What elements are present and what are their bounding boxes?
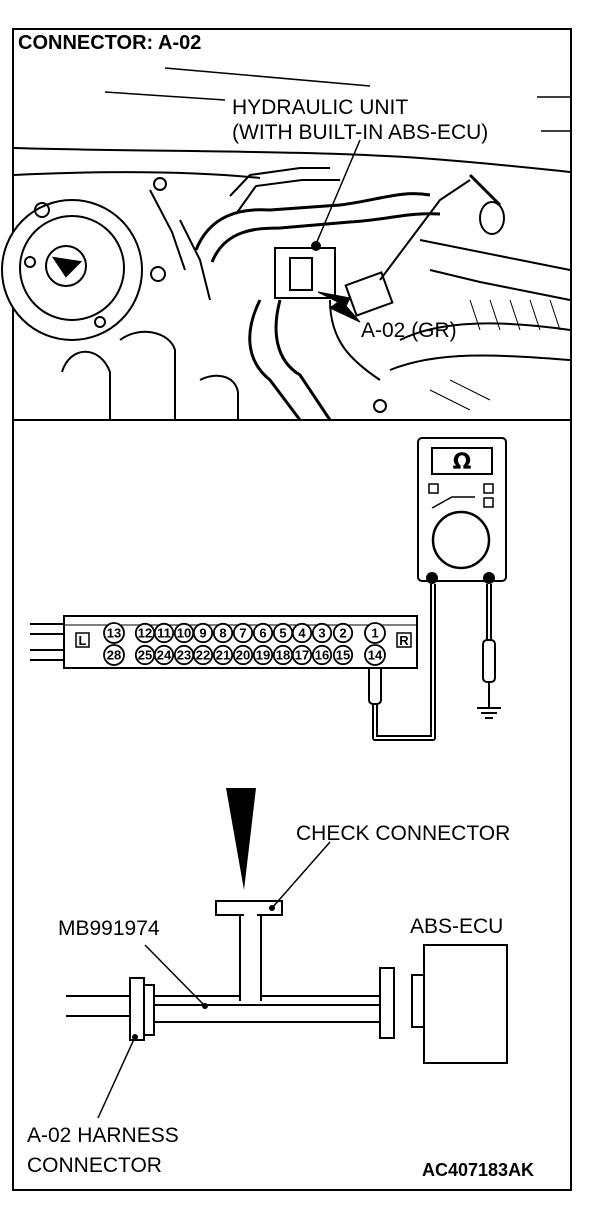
check-connector-label: CHECK CONNECTOR [296, 822, 511, 845]
connector-pin-label-28: 28 [107, 648, 121, 663]
connector-pin-label-18: 18 [276, 648, 290, 663]
tool-number-label: MB991974 [58, 917, 160, 940]
hydraulic-unit-label-line2: (WITH BUILT-IN ABS-ECU) [232, 121, 489, 144]
tool-callout-lines [97, 841, 331, 1119]
connector-pin-top-13 [103, 622, 125, 644]
connector-title: CONNECTOR: A-02 [18, 32, 202, 54]
connector-pin-label-23: 23 [177, 648, 191, 663]
hydraulic-unit-label-line1: HYDRAULIC UNIT [232, 96, 409, 119]
connector-pin-label-1: 1 [371, 626, 378, 641]
connector-pin-top-3 [311, 622, 333, 644]
connector-pin-label-17: 17 [295, 648, 309, 663]
abs-ecu-label: ABS-ECU [410, 915, 504, 938]
connector-pin-label-10: 10 [177, 626, 191, 641]
connector-pin-label-9: 9 [199, 626, 206, 641]
connector-pointer-arrow [317, 291, 361, 323]
probe-triangle-marker [226, 788, 256, 890]
connector-pin-top-11 [153, 622, 175, 644]
connector-pin-label-21: 21 [216, 648, 230, 663]
connector-pin-bottom-16 [311, 644, 333, 666]
callout-dot-tool [202, 1003, 208, 1009]
connector-pin-label-2: 2 [339, 626, 346, 641]
ground-probe [477, 639, 501, 719]
callout-lines [315, 130, 570, 245]
connector-pin-label-8: 8 [219, 626, 226, 641]
connector-pin-bottom-19 [252, 644, 274, 666]
connector-pin-top-4 [291, 622, 313, 644]
harness-label-line1: A-02 HARNESS [27, 1124, 179, 1147]
connector-pin-label-6: 6 [259, 626, 266, 641]
harness-label-line2: CONNECTOR [27, 1154, 162, 1177]
connector-pin-label-22: 22 [196, 648, 210, 663]
connector-pin-top-8 [212, 622, 234, 644]
connector-pin-label-3: 3 [318, 626, 325, 641]
connector-pin-label-19: 19 [256, 648, 270, 663]
connector-pin-label-4: 4 [298, 626, 306, 641]
engine-bay-illustration [1, 67, 571, 421]
connector-left-mark: L [79, 633, 87, 648]
connector-ref-label: A-02 (GR) [361, 319, 457, 342]
connector-pin-label-14: 14 [368, 648, 383, 663]
connector-pin-top-2 [332, 622, 354, 644]
figure-code: AC407183AK [422, 1160, 535, 1180]
connector-pin-label-7: 7 [239, 626, 246, 641]
connector-pin-label-15: 15 [336, 648, 350, 663]
callout-dot-harness [132, 1034, 138, 1040]
connector-pin-bottom-17 [291, 644, 313, 666]
connector-pin-label-13: 13 [107, 626, 121, 641]
connector-pin-bottom-15 [332, 644, 354, 666]
connector-pin-bottom-24 [153, 644, 175, 666]
connector-pin-top-6 [252, 622, 274, 644]
connector-pin-top-9 [192, 622, 214, 644]
connector-pin-label-16: 16 [315, 648, 329, 663]
connector-pin-bottom-22 [192, 644, 214, 666]
ohm-symbol: Ω [453, 450, 472, 475]
connector-right-mark: R [399, 633, 409, 648]
connector-pin-bottom-20 [232, 644, 254, 666]
connector-pin-label-25: 25 [138, 648, 152, 663]
connector-pin-top-7 [232, 622, 254, 644]
connector-pin-label-24: 24 [157, 648, 172, 663]
callout-dot-check [269, 905, 275, 911]
connector-pin-label-5: 5 [279, 626, 286, 641]
ohmmeter [417, 437, 507, 584]
connector-pin-label-20: 20 [236, 648, 250, 663]
connector-pin-label-12: 12 [138, 626, 152, 641]
connector-pin-bottom-28 [103, 644, 125, 666]
connector-pin-bottom-21 [212, 644, 234, 666]
connector-pin-label-11: 11 [157, 626, 171, 641]
connector-pin-top-1 [364, 622, 386, 644]
connector-pin-bottom-14 [364, 644, 386, 666]
